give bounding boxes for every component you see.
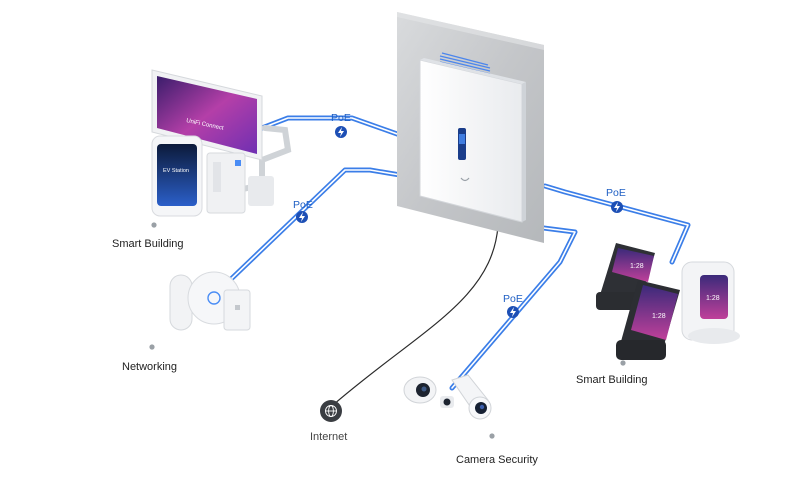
cable-camera: [449, 222, 578, 391]
cable-kiosk: [259, 115, 403, 138]
globe-icon: [325, 405, 337, 417]
poe-badge-left: PoE: [293, 199, 313, 223]
camera-devices: [403, 374, 492, 420]
poe-badge-bottom: PoE: [503, 293, 523, 318]
poe-label-right: PoE: [606, 187, 626, 199]
cable-internet: [332, 225, 499, 406]
smart-building-phones: 1:28 1:28 1:28: [596, 243, 740, 360]
label-camera-security: Camera Security: [456, 454, 538, 466]
bolt-icon: [338, 127, 344, 137]
internet-node: [320, 400, 342, 422]
poe-badge-right: PoE: [606, 187, 626, 213]
label-networking: Networking: [122, 361, 178, 373]
gateway-logo-icon: [460, 177, 470, 182]
poe-badge-top-left: PoE: [331, 112, 351, 138]
bolt-icon: [510, 307, 516, 317]
poe-label-left: PoE: [293, 199, 313, 211]
phone-time-2: 1:28: [652, 313, 666, 320]
label-internet: Internet: [310, 431, 348, 443]
poe-label-bottom: PoE: [503, 293, 523, 305]
networking-devices: [169, 271, 251, 331]
label-smart-building-left: Smart Building: [112, 238, 184, 250]
label-smart-building-right: Smart Building: [576, 374, 648, 386]
cable-networking: [225, 167, 403, 285]
label-dots: [149, 222, 626, 439]
cable-phones: [542, 183, 691, 265]
phone-time-3: 1:28: [706, 295, 720, 302]
bolt-icon: [299, 212, 305, 222]
phone-time-1: 1:28: [630, 263, 644, 270]
smart-building-kiosk: UniFi Connect EV Station: [151, 69, 292, 217]
cables: [225, 115, 691, 406]
bolt-icon: [614, 202, 620, 212]
poe-label-top-left: PoE: [331, 112, 351, 124]
gateway-device: [419, 58, 526, 223]
ev-station-text: EV Station: [163, 168, 189, 174]
